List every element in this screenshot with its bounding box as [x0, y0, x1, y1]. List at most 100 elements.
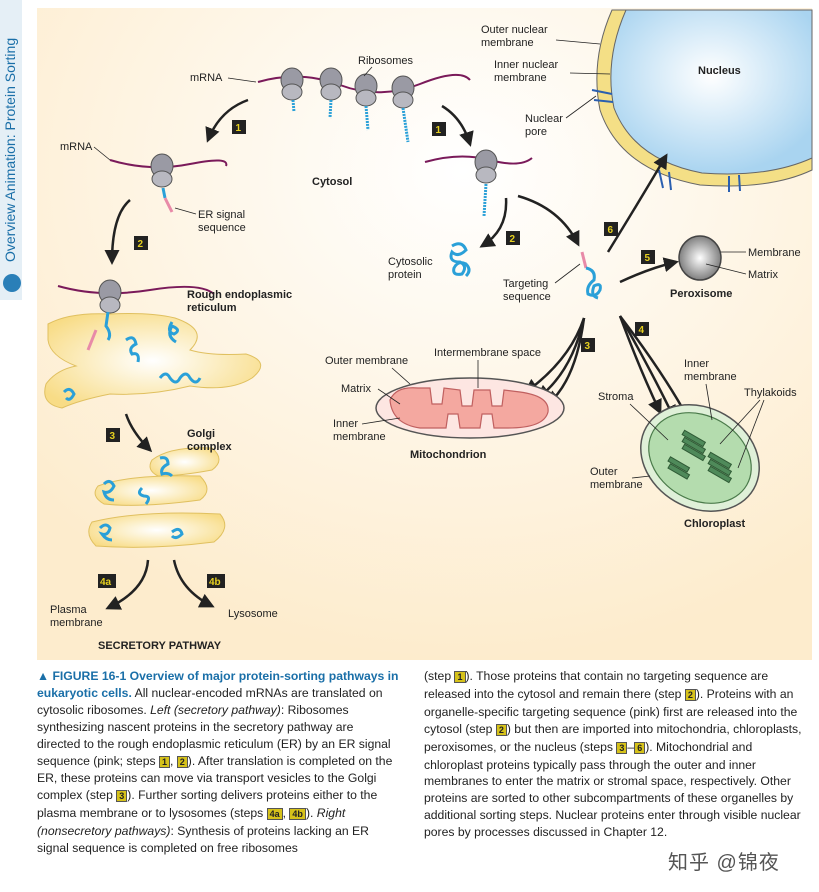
chloro-outer-membrane-label-1: Outer [590, 466, 618, 478]
polysome [257, 67, 471, 143]
step-1-right: 1 [432, 122, 446, 136]
nascent-chain [291, 99, 296, 113]
arrow-step4a [105, 559, 150, 610]
arrow-step6 [606, 153, 668, 253]
inner-nuclear-membrane-label-2: membrane [494, 72, 547, 84]
peroxisome-matrix-leader [705, 263, 747, 275]
arrow-step5 [619, 257, 679, 284]
arrow-step1-right [441, 104, 474, 147]
caption-step-badge: 3 [616, 741, 628, 754]
golgi-protein [159, 456, 174, 478]
step-4b: 4b [207, 574, 225, 588]
caption-step-badge: 4a [266, 808, 283, 821]
ribosomes-leader [363, 66, 373, 77]
nascent-chain [364, 105, 370, 131]
peroxisome-membrane-label: Membrane [748, 247, 801, 259]
side-strip-dot [3, 274, 21, 292]
step-3-left: 3 [106, 428, 120, 442]
step-2-right: 2 [506, 231, 520, 245]
er-signal-sequence [163, 197, 174, 213]
mrna-left-leader [93, 146, 111, 161]
inner-nuclear-membrane-leader [569, 72, 611, 75]
ribosome [319, 67, 343, 101]
thylakoids-label: Thylakoids [744, 387, 797, 399]
nuclear-pore [728, 174, 741, 192]
mitochondrion-matrix [389, 387, 549, 429]
chloro-inner-membrane-label-2: membrane [684, 371, 737, 383]
arrow-step1-left [205, 98, 249, 143]
lysosome-label: Lysosome [228, 608, 278, 620]
rough-er-label-1: Rough endoplasmic [187, 289, 292, 301]
arrow-step4b [172, 559, 215, 608]
inner-nuclear-membrane-label-1: Inner nuclear [494, 59, 559, 71]
targeting-sequence-leader [554, 263, 581, 284]
nascent-chain [401, 107, 410, 143]
caption-left: ▲ FIGURE 16-1 Overview of major protein-… [37, 669, 399, 856]
golgi-label-2: complex [187, 441, 233, 453]
caption-step-badge: 2 [495, 723, 507, 736]
watermark: 知乎 @锦夜 [668, 852, 780, 874]
svg-text:5: 5 [645, 253, 651, 264]
svg-text:4b: 4b [209, 577, 221, 588]
cytosolic-protein-label-2: protein [388, 269, 422, 281]
caption-step-badge: 1 [158, 755, 170, 768]
mrna-left-label: mRNA [60, 141, 93, 153]
cytosol-label: Cytosol [312, 176, 352, 188]
step-5: 5 [641, 250, 655, 264]
step-6: 6 [604, 222, 618, 236]
arrow-step4-a [618, 315, 662, 415]
golgi-cisterna [88, 512, 226, 548]
plasma-membrane-label-2: membrane [50, 617, 103, 629]
er-signal-label-1: ER signal [198, 209, 245, 221]
er-lumen-protein [125, 336, 140, 363]
mito-inner-membrane-label-1: Inner [333, 418, 358, 430]
er-pink-signal [86, 329, 98, 351]
caption-step-badge: 2 [176, 755, 188, 768]
figure-label: ▲ FIGURE 16-1 Overview of major protein-… [37, 669, 399, 700]
er-lumen-protein [167, 321, 179, 344]
rough-er-label-2: reticulum [187, 302, 237, 314]
mito-outer-membrane-label: Outer membrane [325, 355, 408, 367]
ribosome [354, 73, 378, 107]
step-4a: 4a [98, 574, 116, 588]
svg-text:4a: 4a [100, 577, 112, 588]
svg-text:3: 3 [110, 431, 116, 442]
mito-inner-membrane-leader [361, 417, 401, 425]
er-lumen-protein [158, 372, 202, 384]
nuclear-pore-leader [565, 95, 597, 119]
arrow-to-targeting [517, 194, 580, 247]
mito-matrix-leader [377, 388, 401, 405]
step-2-left: 2 [134, 236, 148, 250]
golgi-protein [170, 527, 184, 540]
free-nascent-chain [482, 183, 488, 217]
cytosolic-protein [449, 242, 471, 278]
targeting-sequence-label-1: Targeting [503, 278, 548, 290]
er-lumen-protein [62, 387, 76, 401]
secretory-pathway-label: SECRETORY PATHWAY [98, 640, 222, 652]
chloro-inner-membrane-leader [705, 383, 713, 421]
mito-matrix-label: Matrix [341, 383, 371, 395]
svg-text:2: 2 [138, 239, 144, 250]
outer-nuclear-membrane-label-1: Outer nuclear [481, 24, 548, 36]
stroma-leader [629, 403, 669, 441]
targeted-protein [585, 266, 602, 300]
arrow-step3-left [124, 413, 153, 453]
nascent-chain [328, 99, 333, 119]
rough-er [44, 313, 262, 409]
side-title: Overview Animation: Protein Sorting [2, 37, 18, 262]
targeting-sequence-label-2: sequence [503, 291, 551, 303]
chloro-outer-membrane-label-2: membrane [590, 479, 643, 491]
cytosolic-protein-label-1: Cytosolic [388, 256, 433, 268]
golgi-cisterna [149, 447, 220, 477]
caption-right: (step 1). Those proteins that contain no… [424, 669, 802, 840]
ribosome [98, 279, 122, 314]
svg-text:3: 3 [585, 341, 591, 352]
chloro-inner-membrane-label-1: Inner [684, 358, 709, 370]
step-1-left: 1 [232, 120, 246, 134]
nuclear-pore-label-2: pore [525, 126, 547, 138]
caption-step-badge: 6 [634, 741, 646, 754]
svg-text:1: 1 [236, 123, 242, 134]
chloro-outer-membrane-leader [631, 475, 651, 479]
golgi-protein [137, 486, 151, 505]
ribosomes-label: Ribosomes [358, 55, 414, 67]
